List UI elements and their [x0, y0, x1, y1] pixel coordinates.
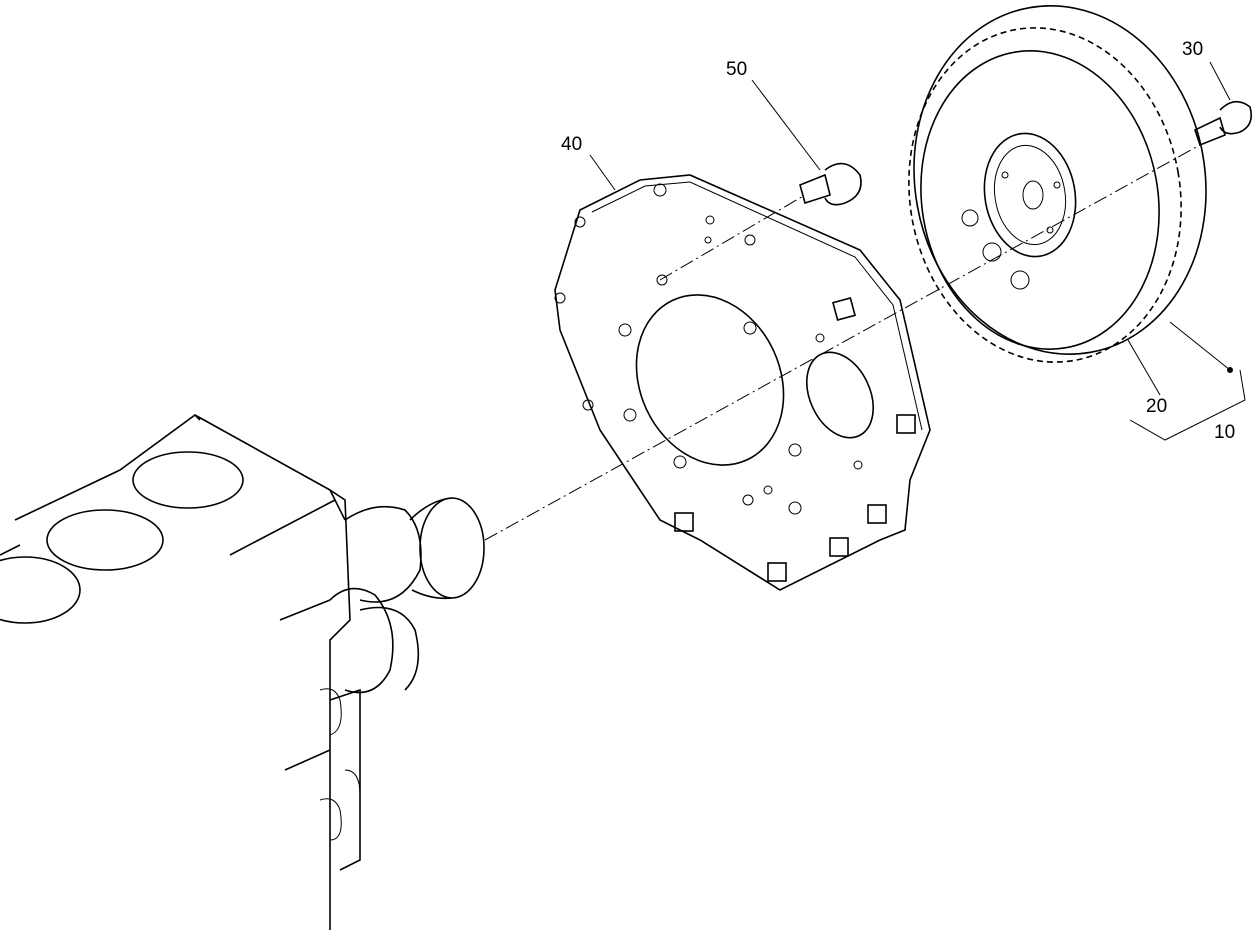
flywheel-bolt [1194, 100, 1253, 147]
callout-10: 10 [1214, 422, 1235, 443]
plate-bolt [799, 162, 862, 206]
callout-50: 50 [726, 59, 747, 80]
callout-40: 40 [561, 134, 582, 155]
crankshaft [329, 497, 485, 694]
centerline-plate-bolt [659, 194, 806, 281]
leader-lines [589, 61, 1246, 441]
flywheel [908, 5, 1207, 363]
callout-20: 20 [1146, 396, 1167, 417]
leader-dot [1227, 367, 1233, 373]
callout-30: 30 [1182, 39, 1203, 60]
flywheel-housing-plate [554, 174, 931, 591]
engine-block [0, 414, 361, 930]
centerline-crank [484, 144, 1201, 541]
